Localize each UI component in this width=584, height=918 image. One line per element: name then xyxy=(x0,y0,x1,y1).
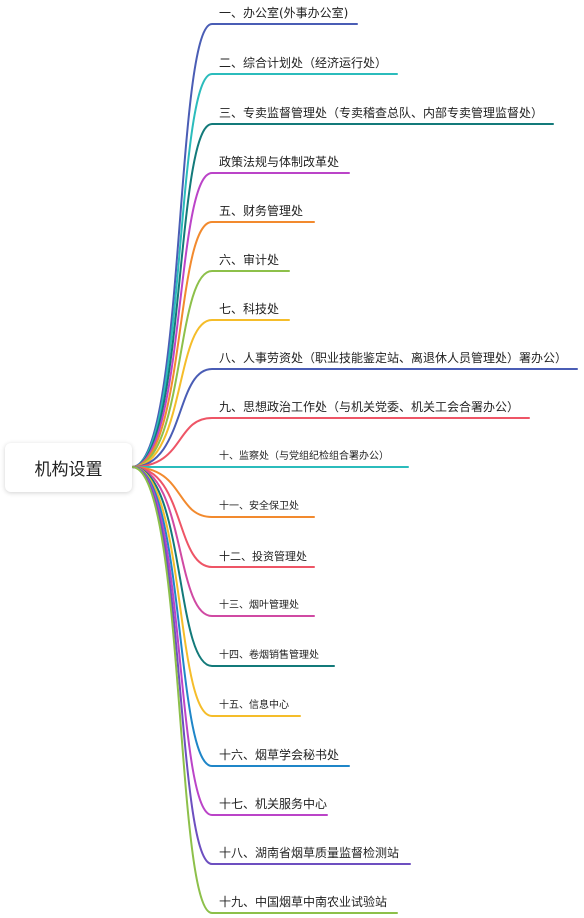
branch-connector xyxy=(131,466,301,717)
branch-connector xyxy=(131,319,290,468)
branch-node[interactable]: 十九、中国烟草中南农业试验站 xyxy=(219,895,388,909)
branch-connector xyxy=(131,23,358,468)
branch-connector xyxy=(131,466,315,518)
branch-node[interactable]: 二、综合计划处（经济运行处） xyxy=(219,56,388,70)
branch-node[interactable]: 十五、信息中心 xyxy=(219,700,289,711)
branch-node[interactable]: 十四、卷烟销售管理处 xyxy=(219,650,319,661)
branch-connector xyxy=(131,466,398,914)
branch-node[interactable]: 一、办公室(外事办公室) xyxy=(219,6,349,20)
branch-connector xyxy=(131,466,315,617)
branch-node[interactable]: 十八、湖南省烟草质量监督检测站 xyxy=(219,846,400,860)
branch-connector xyxy=(131,123,554,468)
branch-connector xyxy=(131,172,350,468)
root-label: 机构设置 xyxy=(34,460,103,480)
branch-node[interactable]: 九、思想政治工作处（与机关党委、机关工会合署办公） xyxy=(219,400,520,414)
branch-connector xyxy=(131,466,328,816)
branch-connector xyxy=(131,73,398,468)
root-node[interactable]: 机构设置 xyxy=(5,443,132,492)
branch-node[interactable]: 七、科技处 xyxy=(219,302,280,316)
branch-node[interactable]: 十六、烟草学会秘书处 xyxy=(219,748,340,762)
branch-node[interactable]: 八、人事劳资处（职业技能鉴定站、离退休人员管理处）署办公） xyxy=(219,351,568,365)
branch-connector xyxy=(131,221,315,468)
branch-node[interactable]: 十二、投资管理处 xyxy=(219,550,307,563)
branch-node[interactable]: 六、审计处 xyxy=(219,253,280,267)
branch-connector xyxy=(131,466,350,767)
branch-connector xyxy=(131,466,335,667)
branch-connector xyxy=(131,466,315,568)
branch-node[interactable]: 五、财务管理处 xyxy=(219,204,304,218)
branch-node[interactable]: 政策法规与体制改革处 xyxy=(219,155,340,169)
branch-node[interactable]: 十、监察处（与党组纪检组合署办公） xyxy=(219,451,389,462)
branch-connector xyxy=(131,270,290,468)
branch-node[interactable]: 十三、烟叶管理处 xyxy=(219,600,299,611)
branch-node[interactable]: 三、专卖监督管理处（专卖稽查总队、内部专卖管理监督处） xyxy=(219,106,544,120)
branch-node[interactable]: 十一、安全保卫处 xyxy=(219,501,299,512)
branch-connector xyxy=(131,368,578,468)
branch-connector xyxy=(131,417,530,468)
branch-node[interactable]: 十七、机关服务中心 xyxy=(219,797,328,811)
